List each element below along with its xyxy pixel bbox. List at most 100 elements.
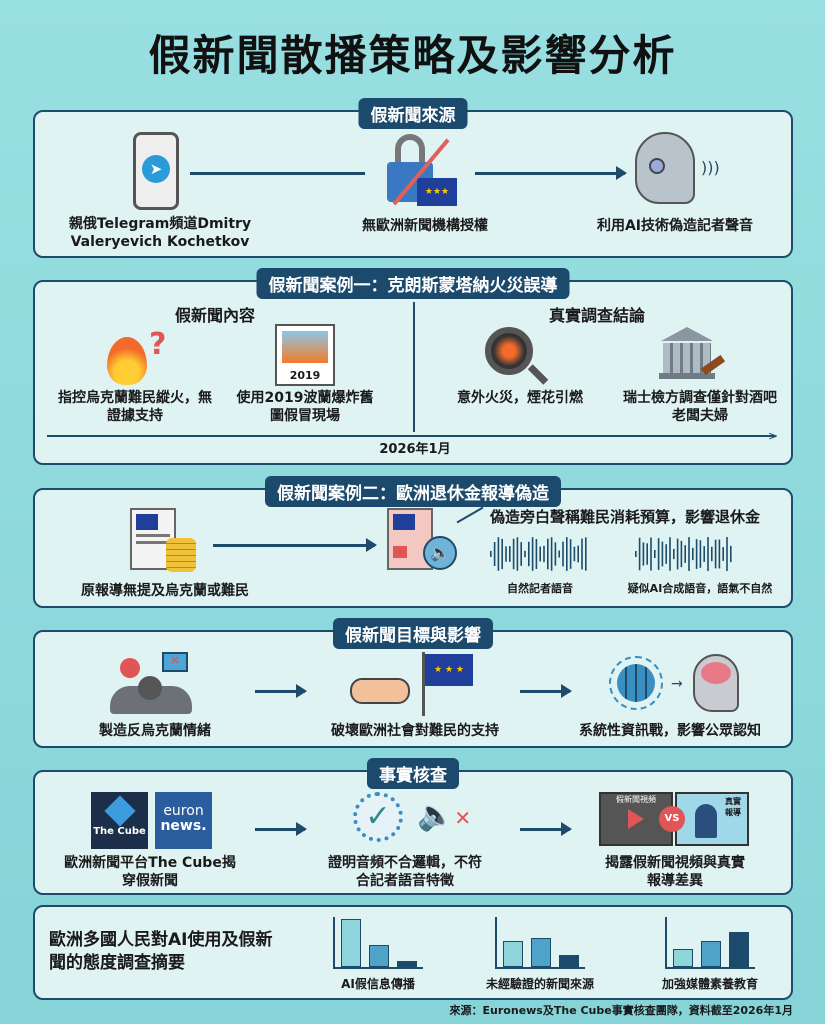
muted-speaker-icon: 🔈✕ <box>417 798 472 833</box>
waveform-bar <box>512 538 515 570</box>
wave2-label: 疑似AI合成語音，語氣不自然 <box>627 582 773 595</box>
wave1-label: 自然記者語音 <box>507 582 573 595</box>
waveform-bar <box>657 538 660 570</box>
court-gavel-icon <box>657 327 727 387</box>
factcheck-item-label: 歐洲新聞平台The Cube揭穿假新聞 <box>64 855 236 889</box>
survey-bar <box>397 961 417 967</box>
survey-bar <box>701 940 721 967</box>
goals-panel: 假新聞目標與影響 ✕ ★ ★ ★ → 製造反烏克蘭情緒 破壞歐洲社會對難民的支持… <box>33 618 793 748</box>
waveform-bar <box>673 548 675 560</box>
waveform-bar <box>688 537 690 571</box>
globe-brain-icon: → <box>605 652 755 714</box>
survey-heading: 歐洲多國人民對AI使用及假新聞的態度調查摘要 <box>49 930 273 973</box>
survey-bar <box>503 940 523 967</box>
connector-arrow <box>520 822 572 836</box>
source-footer: 來源：Euronews及The Cube事實核查團隊，資料截至2026年1月 <box>449 1004 793 1017</box>
divider <box>413 302 415 432</box>
waveform-bar <box>539 546 541 562</box>
survey-bar <box>369 945 389 967</box>
survey-bar <box>559 955 579 967</box>
waveform-bar <box>505 546 507 562</box>
fire-question-icon: ? <box>105 327 175 387</box>
survey-chart-label: 未經驗證的新聞來源 <box>485 977 594 991</box>
waveform-bar <box>676 538 679 570</box>
waveform-bar <box>635 551 637 557</box>
vs-badge: VS <box>659 806 685 832</box>
waveform-bar <box>638 537 641 571</box>
angry-crowd-icon: ✕ <box>110 652 200 714</box>
survey-bar <box>729 932 749 967</box>
waveform-bar <box>501 538 503 570</box>
connector-arrow <box>255 822 307 836</box>
fake-claim: 偽造旁白聲稱難民消耗預算，影響退休金 <box>490 508 761 526</box>
source-item-label: 利用AI技術偽造記者聲音 <box>596 218 754 234</box>
timeline-axis <box>47 435 775 437</box>
survey-bar <box>341 919 361 967</box>
waveform-bar <box>535 539 538 569</box>
waveform-bar <box>550 537 553 571</box>
case2-tab: 假新聞案例二：歐洲退休金報導偽造 <box>265 476 561 507</box>
sources-tab: 假新聞來源 <box>358 98 468 129</box>
waveform-bar <box>730 545 732 563</box>
waveform-bar <box>585 537 587 571</box>
case1-item-label: 使用2019波蘭爆炸舊圖假冒現場 <box>236 390 374 424</box>
fake-video-label: 假新聞視頻 <box>616 795 656 804</box>
waveform-bar <box>726 537 728 571</box>
the-cube-logo: The Cube <box>91 792 148 849</box>
waveform-bar <box>577 545 579 563</box>
waveform-bar <box>699 540 702 568</box>
waveform-bar <box>707 537 709 571</box>
connector-arrow <box>255 684 307 698</box>
connector-line <box>190 172 365 175</box>
waveform-bar <box>680 540 683 568</box>
survey-mini-chart <box>333 917 423 969</box>
euronews-bottom-text: news. <box>160 818 207 834</box>
source-item-label: 親俄Telegram頻道Dmitry Valeryevich Kochetkov <box>68 216 252 250</box>
waveform-bar <box>646 543 648 565</box>
waveform-bar <box>516 537 519 571</box>
goals-tab: 假新聞目標與影響 <box>333 618 493 649</box>
connector-arrow <box>475 166 627 180</box>
euronews-logo: euron news. <box>155 792 212 849</box>
waveform-bar <box>650 537 652 571</box>
case2-panel: 假新聞案例二：歐洲退休金報導偽造 🔈 偽造旁白聲稱難民消耗預算，影響退休金 自然… <box>33 476 793 608</box>
waveform-bar <box>718 539 721 569</box>
waveform-bar <box>547 538 549 570</box>
waveform-bar <box>692 547 694 561</box>
sources-panel: 假新聞來源 ➤ ★★★ ))) 親俄Telegram頻道Dmitry Valer… <box>33 98 793 258</box>
survey-bar <box>531 938 551 967</box>
original-report-label: 原報導無提及烏克蘭或難民 <box>81 583 249 599</box>
waveform-bar <box>543 545 545 563</box>
waveform-bar <box>493 541 496 567</box>
waveform-bar <box>573 546 576 562</box>
waveform-bar <box>490 551 492 557</box>
waveform-bar <box>566 537 568 571</box>
waveform-bar <box>661 541 664 567</box>
goal-item-label: 系統性資訊戰，影響公眾認知 <box>579 723 761 739</box>
source-item-label: 無歐洲新聞機構授權 <box>362 218 488 234</box>
fake-content-heading: 假新聞內容 <box>175 306 256 325</box>
goal-item-label: 製造反烏克蘭情緒 <box>99 723 211 739</box>
waveform-bar <box>531 537 534 571</box>
waveform-bar <box>654 549 656 559</box>
waveform-bar <box>554 542 557 566</box>
waveform-bar <box>569 539 572 569</box>
factcheck-panel: 事實核查 The Cube euron news. ✓ 🔈✕ 假新聞視頻 VS … <box>33 758 793 895</box>
euronews-top-text: euron <box>163 803 204 819</box>
timeline-label: 2026年1月 <box>379 442 451 457</box>
survey-bar <box>673 948 693 967</box>
ai-head-icon: ))) <box>635 132 720 204</box>
case1-tab: 假新聞案例一：克朗斯蒙塔納火災誤導 <box>256 268 570 299</box>
connector-arrow <box>520 684 572 698</box>
connector-arrow <box>213 538 377 552</box>
waveform-bar <box>714 539 717 569</box>
waveform-bar <box>581 538 583 570</box>
case1-item-label: 指控烏克蘭難民縱火，無證據支持 <box>58 390 212 424</box>
document-coins-icon <box>130 508 200 574</box>
goal-item-label: 破壞歐洲社會對難民的支持 <box>331 723 499 739</box>
waveform-bar <box>669 537 671 571</box>
waveform-bar <box>509 546 511 562</box>
fake-document-audio-icon: 🔈 <box>387 508 467 574</box>
waveform-bar <box>520 542 522 566</box>
survey-chart-label: 加強媒體素養教育 <box>661 977 758 991</box>
